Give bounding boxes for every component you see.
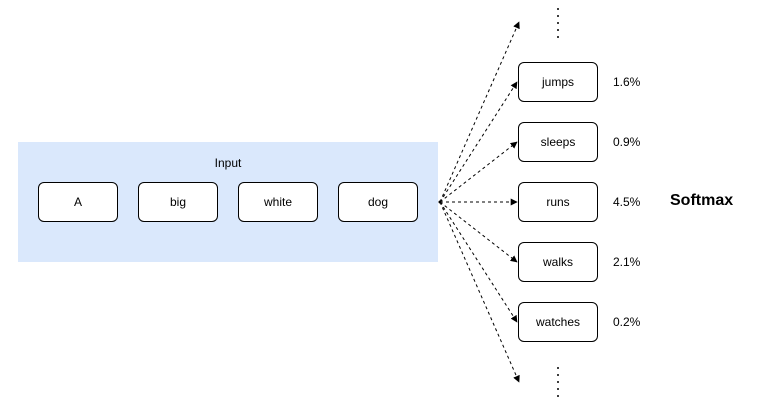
input-title: Input <box>214 156 242 170</box>
fan-out-origin <box>438 200 442 204</box>
token-a: A <box>38 182 118 222</box>
arrow-to-top-ellipsis <box>439 21 520 203</box>
softmax-label: Softmax <box>670 192 734 209</box>
token-big: big <box>138 182 218 222</box>
output-word-sleeps: sleeps <box>518 122 598 162</box>
prob-jumps: 1.6% <box>613 75 641 89</box>
prob-runs: 4.5% <box>613 195 641 209</box>
arrow-to-sleeps <box>439 141 518 203</box>
output-word-watches: watches <box>518 302 598 342</box>
arrow-to-jumps <box>439 81 518 203</box>
arrow-to-bottom-ellipsis <box>439 201 520 383</box>
input-panel: Input A big white dog <box>18 142 438 262</box>
arrow-to-walks <box>439 201 518 263</box>
token-dog: dog <box>338 182 418 222</box>
arrow-to-watches <box>439 201 518 323</box>
output-word-jumps: jumps <box>518 62 598 102</box>
prob-walks: 2.1% <box>613 255 641 269</box>
output-word-runs: runs <box>518 182 598 222</box>
token-white: white <box>238 182 318 222</box>
ellipsis-bottom <box>557 367 559 397</box>
prob-watches: 0.2% <box>613 315 641 329</box>
prob-sleeps: 0.9% <box>613 135 641 149</box>
output-word-walks: walks <box>518 242 598 282</box>
ellipsis-top <box>557 8 559 38</box>
